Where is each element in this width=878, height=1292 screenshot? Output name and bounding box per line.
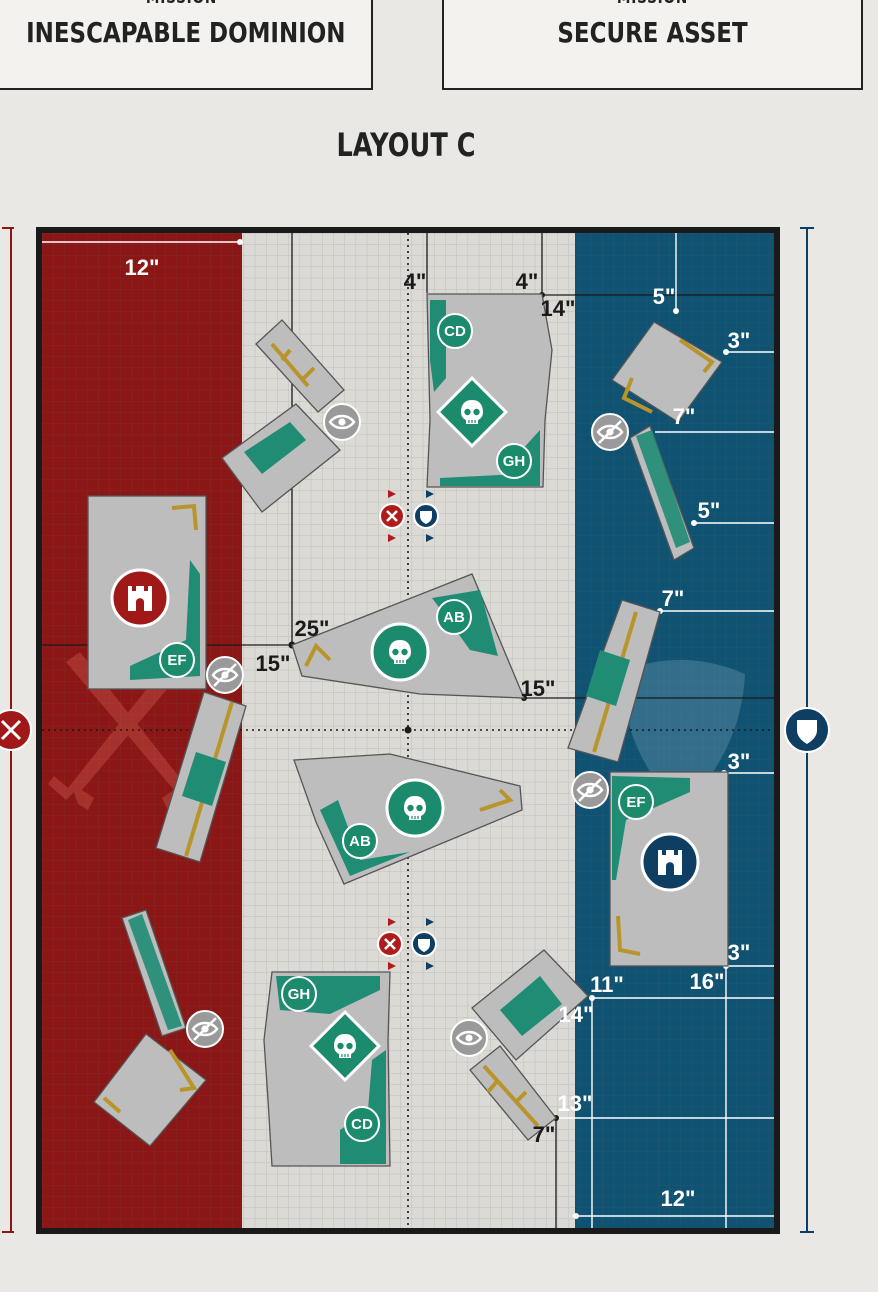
measure-5-b: 5"	[698, 498, 721, 523]
objective-marker-bottom	[308, 1009, 382, 1083]
red-watermark-swords-icon	[48, 652, 208, 810]
eye-slash-icon	[206, 656, 244, 694]
mission-left-box: MISSION INESCAPABLE DOMINION	[0, 0, 373, 90]
svg-text:EF: EF	[167, 652, 186, 669]
mission-right-name: SECURE ASSET	[557, 16, 748, 49]
measure-13: 13"	[558, 1091, 593, 1116]
badge-gh-top: GH	[496, 443, 532, 479]
measurement-lines	[42, 233, 774, 1228]
badge-ab-top: AB	[436, 599, 472, 635]
measure-7-b: 7"	[662, 586, 685, 611]
svg-text:EF: EF	[626, 794, 645, 811]
deployment-marker-lower	[377, 918, 437, 970]
eye-slash-icon	[186, 1010, 224, 1048]
objective-marker-top	[435, 375, 509, 449]
badge-cd-bottom: CD	[344, 1106, 380, 1142]
svg-text:CD: CD	[351, 1116, 373, 1133]
shield-icon	[784, 707, 830, 753]
badge-ab-bottom: AB	[342, 823, 378, 859]
measure-12-bottom: 12"	[661, 1186, 696, 1211]
measure-15-right: 15"	[521, 676, 556, 701]
svg-text:CD: CD	[444, 323, 466, 340]
measure-25: 25"	[295, 616, 330, 641]
layout-title: LAYOUT C	[336, 126, 476, 164]
measure-11: 11"	[590, 972, 624, 997]
ruin-top-right-lower	[629, 425, 695, 561]
ruin-top-left-upper	[255, 319, 345, 413]
ruin-top-left-lower	[221, 403, 341, 513]
mission-right-box: MISSION SECURE ASSET	[442, 0, 863, 90]
mission-left-label: MISSION	[30, 0, 333, 8]
stronghold-blue	[640, 832, 700, 892]
eye-icon	[450, 1019, 488, 1057]
objective-marker-middle-upper	[370, 622, 430, 682]
measure-4-a: 4"	[404, 269, 427, 294]
svg-text:GH: GH	[288, 986, 311, 1003]
mission-right-label: MISSION	[486, 0, 820, 8]
measure-7-c: 7"	[533, 1122, 556, 1147]
measure-3-a: 3"	[728, 328, 751, 353]
ruin-bottom-right-lower	[469, 1045, 557, 1141]
badge-ef-left: EF	[159, 642, 195, 678]
badge-cd-top: CD	[437, 313, 473, 349]
ruin-right-long	[567, 599, 661, 763]
measure-12-top: 12"	[125, 255, 160, 280]
measure-3-b: 3"	[728, 749, 751, 774]
measure-7-a: 7"	[673, 404, 696, 429]
measure-4-b: 4"	[516, 269, 539, 294]
measure-14-top: 14"	[541, 296, 576, 321]
ruin-bottom-left-lower	[93, 1033, 207, 1147]
crossed-swords-icon	[0, 709, 32, 751]
measure-5-top: 5"	[653, 284, 676, 309]
ruin-bottom-right-upper	[471, 949, 589, 1061]
measure-15-left: 15"	[256, 651, 291, 676]
eye-slash-icon	[591, 413, 629, 451]
svg-text:GH: GH	[503, 453, 526, 470]
badge-ef-right: EF	[618, 784, 654, 820]
eye-slash-icon	[571, 771, 609, 809]
svg-text:AB: AB	[443, 609, 465, 626]
measure-3-c: 3"	[728, 940, 751, 965]
eye-icon	[323, 403, 361, 441]
svg-text:AB: AB	[349, 833, 371, 850]
deployment-marker-upper	[379, 490, 439, 542]
badge-gh-bottom: GH	[281, 976, 317, 1012]
ruin-bottom-left-upper	[121, 909, 187, 1037]
ruin-top-right-upper	[611, 321, 723, 423]
objective-marker-middle-lower	[385, 778, 445, 838]
measure-14-bottom: 14"	[559, 1002, 594, 1027]
stronghold-red	[110, 568, 170, 628]
mission-left-name: INESCAPABLE DOMINION	[26, 16, 346, 49]
ruin-left-long	[155, 691, 247, 863]
measure-16: 16"	[690, 969, 725, 994]
